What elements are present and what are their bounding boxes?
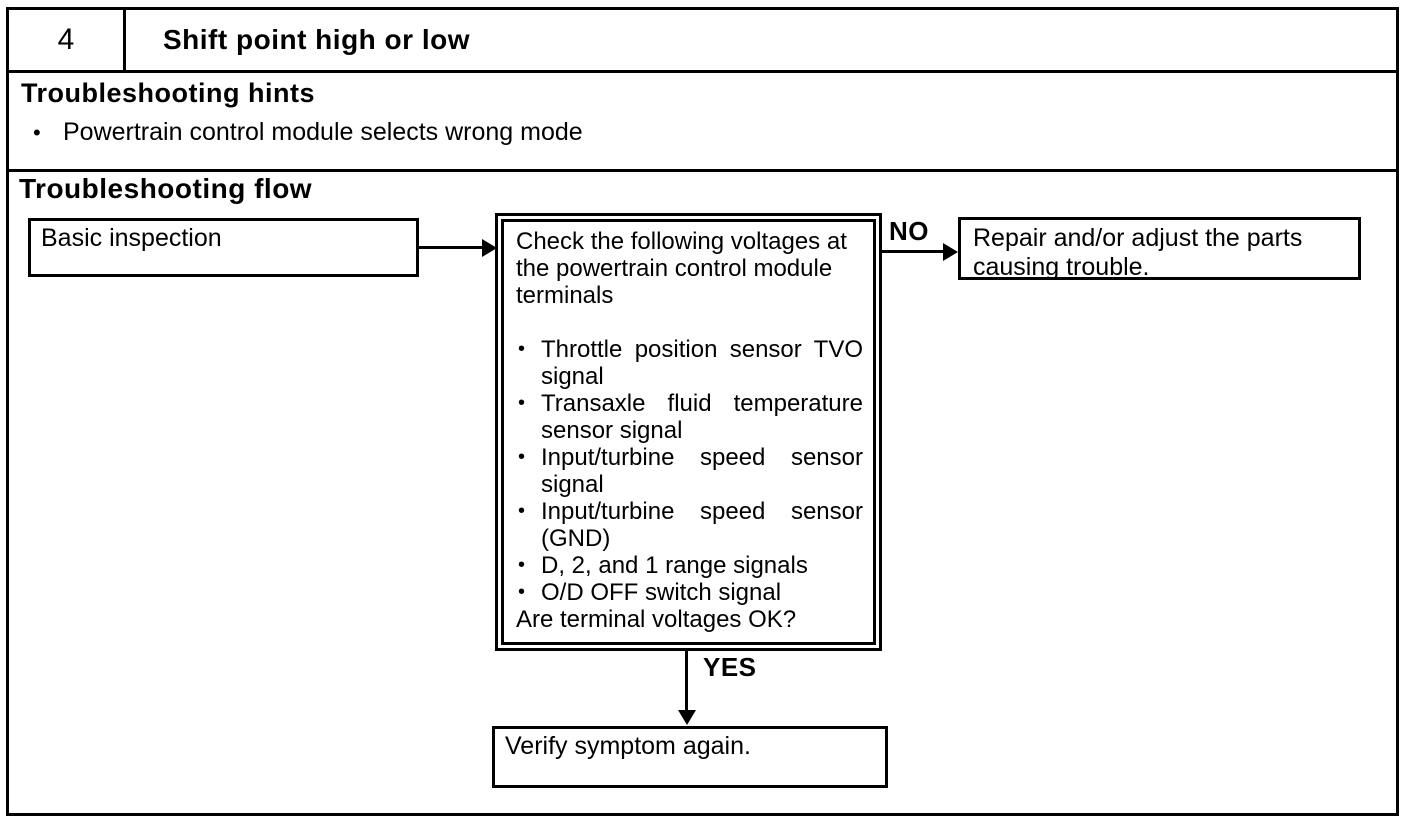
item-number-cell: 4	[9, 10, 126, 70]
check-item-text: D, 2, and 1 range signals	[541, 552, 808, 579]
repair-text: Repair and/or adjust the parts causing t…	[973, 224, 1303, 281]
flow-section: Troubleshooting flow Basic inspection Ch…	[9, 172, 1396, 818]
check-list-item: • O/D OFF switch signal	[516, 579, 863, 606]
check-question-text: Are terminal voltages OK?	[516, 606, 797, 633]
arrow-basic-to-check	[417, 246, 489, 249]
check-list-item: • D, 2, and 1 range signals	[516, 552, 863, 579]
no-branch-label: NO	[889, 216, 929, 246]
check-list-item: • Transaxle fluid temperature sensor sig…	[516, 390, 863, 444]
check-item-text: Throttle position sensor TVO signal	[541, 336, 863, 390]
bullet-icon: •	[518, 581, 526, 603]
hints-heading: Troubleshooting hints	[21, 78, 315, 108]
bullet-icon: •	[518, 338, 526, 360]
check-list-item: • Input/turbine speed sensor signal	[516, 444, 863, 498]
arrow-check-to-repair	[880, 250, 946, 253]
arrowhead-right-icon	[482, 239, 497, 257]
check-item-text: Input/turbine speed sensor (GND)	[541, 498, 863, 552]
hints-section: Troubleshooting hints • Powertrain contr…	[9, 73, 1396, 172]
check-intro-text: Check the following voltages at the powe…	[516, 228, 847, 309]
basic-inspection-text: Basic inspection	[41, 224, 222, 252]
flow-node-basic-inspection: Basic inspection	[28, 218, 419, 277]
bullet-icon: •	[518, 446, 526, 468]
check-item-text: O/D OFF switch signal	[541, 579, 782, 606]
item-number: 4	[57, 23, 75, 56]
bullet-icon: •	[518, 392, 526, 414]
item-title: Shift point high or low	[163, 24, 470, 55]
check-item-text: Transaxle fluid temperature sensor signa…	[541, 390, 863, 444]
item-title-cell: Shift point high or low	[126, 10, 1396, 70]
verify-text: Verify symptom again.	[505, 732, 751, 760]
flow-node-verify: Verify symptom again.	[492, 726, 888, 788]
arrowhead-down-icon	[678, 710, 696, 725]
header-row: 4 Shift point high or low	[9, 10, 1396, 73]
bullet-icon: •	[518, 554, 526, 576]
flow-heading: Troubleshooting flow	[19, 173, 313, 204]
bullet-icon: •	[33, 120, 41, 145]
hint-item: • Powertrain control module selects wron…	[21, 118, 1396, 147]
check-item-text: Input/turbine speed sensor signal	[541, 444, 863, 498]
troubleshooting-sheet: 4 Shift point high or low Troubleshootin…	[6, 7, 1399, 816]
check-voltages-inner: Check the following voltages at the powe…	[501, 219, 876, 645]
check-list-item: • Input/turbine speed sensor (GND)	[516, 498, 863, 552]
check-list-item: • Throttle position sensor TVO signal	[516, 336, 863, 390]
arrow-check-to-verify	[685, 649, 688, 711]
flow-node-repair: Repair and/or adjust the parts causing t…	[958, 217, 1361, 281]
bullet-icon: •	[518, 500, 526, 522]
arrowhead-right-icon	[943, 243, 958, 261]
flow-node-check-voltages: Check the following voltages at the powe…	[495, 213, 882, 651]
hint-text: Powertrain control module selects wrong …	[63, 118, 583, 146]
yes-branch-label: YES	[703, 652, 757, 682]
